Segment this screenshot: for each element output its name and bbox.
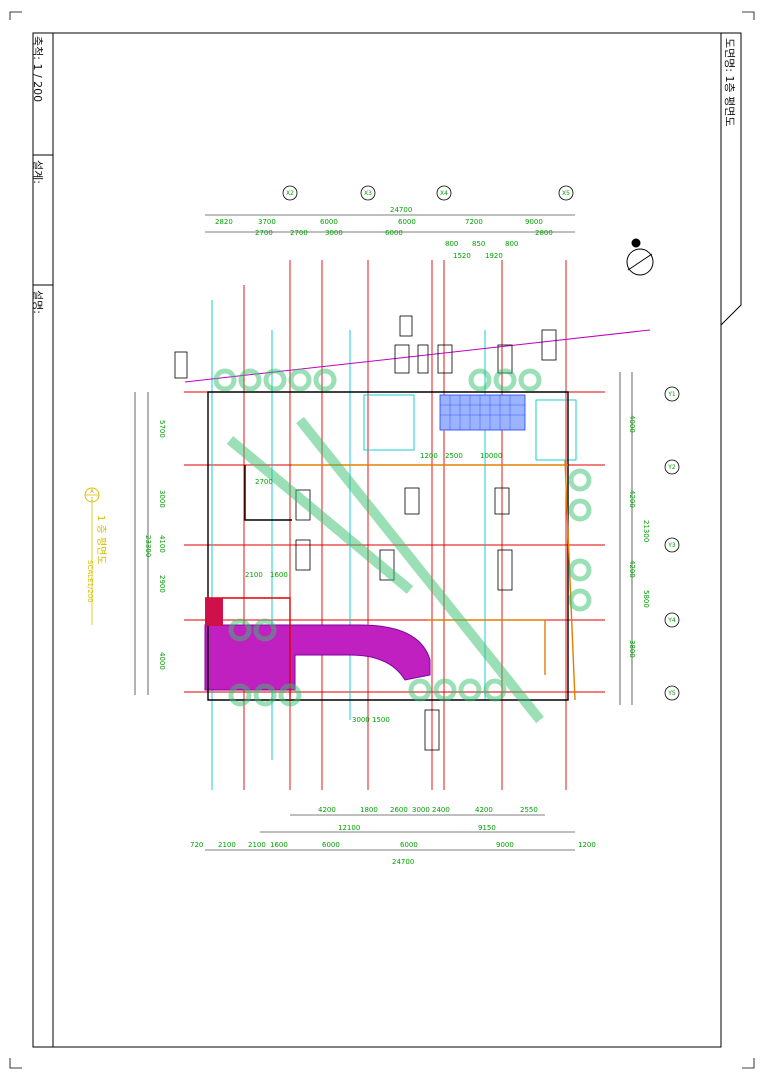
svg-text:24700: 24700 — [390, 206, 412, 214]
svg-text:1200: 1200 — [578, 841, 596, 849]
grid-label-x2: X2 — [286, 190, 294, 197]
check-label: 설명: — [31, 290, 44, 314]
svg-text:21300: 21300 — [642, 520, 650, 542]
svg-text:2820: 2820 — [215, 218, 233, 226]
svg-text:1500: 1500 — [372, 716, 390, 724]
svg-text:5700: 5700 — [158, 420, 166, 438]
grid-label-y3: Y3 — [667, 542, 676, 549]
grid-bubbles-right — [664, 386, 680, 701]
svg-text:1600: 1600 — [270, 841, 288, 849]
svg-text:2500: 2500 — [445, 452, 463, 460]
scale-label: 축척: 1 / 200 — [31, 36, 44, 103]
svg-text:4000: 4000 — [158, 652, 166, 670]
svg-text:2900: 2900 — [158, 575, 166, 593]
svg-text:9000: 9000 — [525, 218, 543, 226]
plan-title-text: 1 층 평면도 — [95, 515, 107, 565]
plan-marker-letter: A — [90, 489, 94, 495]
svg-text:4200: 4200 — [628, 490, 636, 508]
svg-text:23300: 23300 — [144, 535, 152, 557]
svg-text:2700: 2700 — [255, 478, 273, 486]
svg-text:9150: 9150 — [478, 824, 496, 832]
svg-text:9000: 9000 — [496, 841, 514, 849]
svg-text:6000: 6000 — [385, 229, 403, 237]
grid-label-y2: Y2 — [667, 464, 676, 471]
svg-text:6000: 6000 — [320, 218, 338, 226]
grid-label-x3: X3 — [364, 190, 372, 197]
sheet-border — [32, 32, 742, 1048]
svg-text:3000: 3000 — [412, 806, 430, 814]
svg-text:800: 800 — [445, 240, 458, 248]
svg-text:4000: 4000 — [628, 415, 636, 433]
svg-text:720: 720 — [190, 841, 203, 849]
svg-text:2100: 2100 — [248, 841, 266, 849]
svg-text:2700: 2700 — [255, 229, 273, 237]
grid-label-y1: Y1 — [667, 391, 676, 398]
svg-text:4100: 4100 — [158, 535, 166, 553]
curved-corridor — [204, 624, 431, 691]
grid-label-x4: X4 — [440, 190, 448, 197]
svg-text:3000: 3000 — [352, 716, 370, 724]
watermark — [213, 368, 592, 724]
svg-text:4200: 4200 — [475, 806, 493, 814]
svg-text:6000: 6000 — [398, 218, 416, 226]
svg-text:2600: 2600 — [390, 806, 408, 814]
grid-label-y5: Y5 — [667, 690, 676, 697]
crop-marks — [9, 11, 755, 1069]
floor-plan: 24700 2820 3700 6000 6000 7200 9000 2700 270… — [134, 206, 654, 866]
svg-text:7200: 7200 — [465, 218, 483, 226]
design-label: 설계: — [31, 160, 44, 184]
svg-text:800: 800 — [505, 240, 518, 248]
svg-text:24700: 24700 — [392, 858, 414, 866]
svg-text:2800: 2800 — [535, 229, 553, 237]
svg-text:1800: 1800 — [360, 806, 378, 814]
svg-text:2100: 2100 — [245, 571, 263, 579]
svg-text:2700: 2700 — [290, 229, 308, 237]
stair-hatch — [439, 394, 526, 431]
grid-label-y4: Y4 — [667, 617, 676, 624]
svg-text:5800: 5800 — [642, 590, 650, 608]
svg-text:2400: 2400 — [432, 806, 450, 814]
svg-text:3000: 3000 — [158, 490, 166, 508]
plan-title-scale: SCALE1/200 — [86, 560, 94, 603]
svg-text:1200: 1200 — [420, 452, 438, 460]
svg-text:2550: 2550 — [520, 806, 538, 814]
svg-text:850: 850 — [472, 240, 485, 248]
svg-text:6000: 6000 — [400, 841, 418, 849]
svg-text:1600: 1600 — [270, 571, 288, 579]
svg-text:1520: 1520 — [453, 252, 471, 260]
svg-text:3000: 3000 — [325, 229, 343, 237]
svg-text:4200: 4200 — [628, 560, 636, 578]
drawing-name-label: 도면명: 1층 평면도 — [723, 38, 736, 127]
svg-text:4200: 4200 — [318, 806, 336, 814]
plan-title: A 1 1 층 평면도 SCALE1/200 — [84, 487, 107, 625]
svg-text:3800: 3800 — [628, 640, 636, 658]
north-arrow-icon — [626, 238, 654, 276]
svg-text:2100: 2100 — [218, 841, 236, 849]
svg-text:12100: 12100 — [338, 824, 360, 832]
grid-label-x5: X5 — [562, 190, 570, 197]
svg-text:3700: 3700 — [258, 218, 276, 226]
plan-marker-number: 1 — [90, 497, 93, 503]
svg-text:6000: 6000 — [322, 841, 340, 849]
grid-bubbles-top — [282, 185, 574, 201]
svg-text:1920: 1920 — [485, 252, 503, 260]
svg-text:10000: 10000 — [480, 452, 502, 460]
